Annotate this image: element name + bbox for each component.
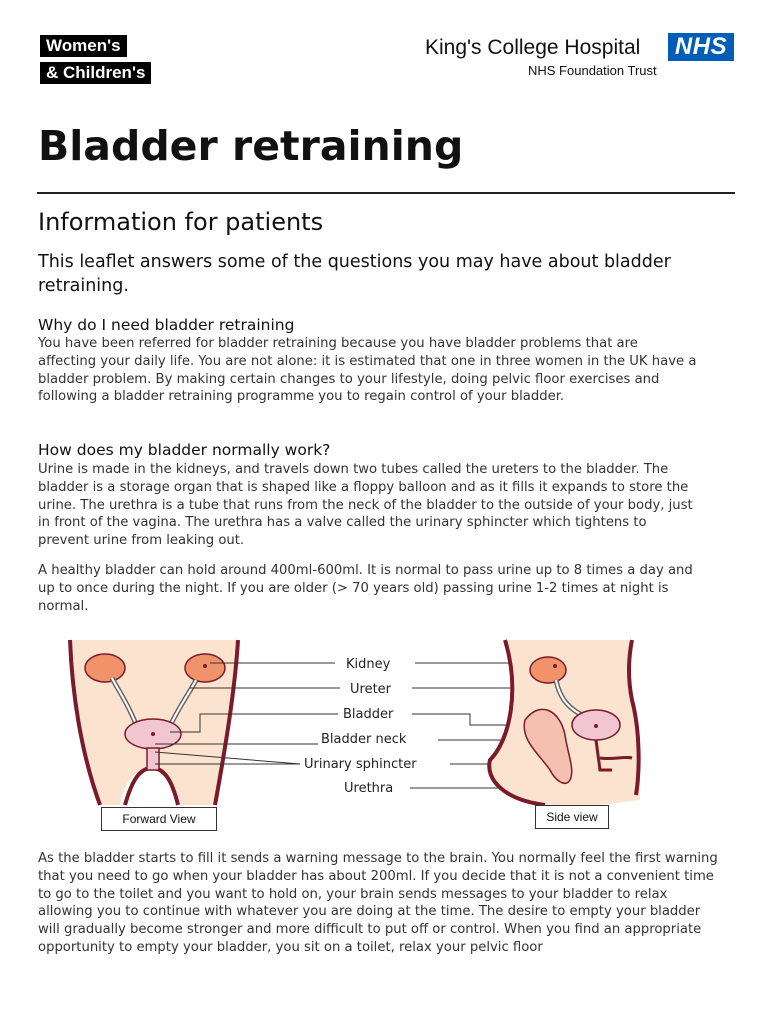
nhs-logo: NHS [668,33,734,61]
side-view-label: Side view [535,805,609,829]
forward-view-label: Forward View [101,807,217,831]
section-paragraph-how-1: Urine is made in the kidneys, and travel… [38,462,693,549]
brand-childrens: & Children's [40,62,152,84]
bladder-anatomy-diagram: Kidney Ureter Bladder Bladder neck Urina… [68,639,641,807]
section-paragraph-how-2: A healthy bladder can hold around 400ml-… [38,563,693,614]
label-ureter: Ureter [350,682,392,697]
page-title: Bladder retraining [38,122,464,170]
section-heading-why: Why do I need bladder retraining [38,316,295,334]
intro-text: This leaflet answers some of the questio… [38,252,671,296]
page-subtitle: Information for patients [38,208,324,236]
label-urinary-sphincter: Urinary sphincter [304,757,417,772]
label-bladder: Bladder [343,707,394,722]
left-kidney-shape [84,653,126,683]
section-paragraph-why: You have been referred for bladder retra… [38,336,697,405]
label-urethra: Urethra [344,781,393,796]
brand-womens: Women's [40,35,127,57]
closing-paragraph: As the bladder starts to fill it sends a… [38,851,718,955]
section-heading-how: How does my bladder normally work? [38,441,331,459]
forward-view-figure [68,639,240,806]
diagram-labels: Kidney Ureter Bladder Bladder neck Urina… [154,657,612,796]
label-kidney: Kidney [346,657,391,672]
trust-name: NHS Foundation Trust [528,63,657,78]
label-bladder-neck: Bladder neck [321,732,407,747]
side-kidney-shape [529,656,567,684]
side-view-figure [487,639,641,807]
title-divider [37,192,735,194]
hospital-name: King's College Hospital [425,36,641,59]
